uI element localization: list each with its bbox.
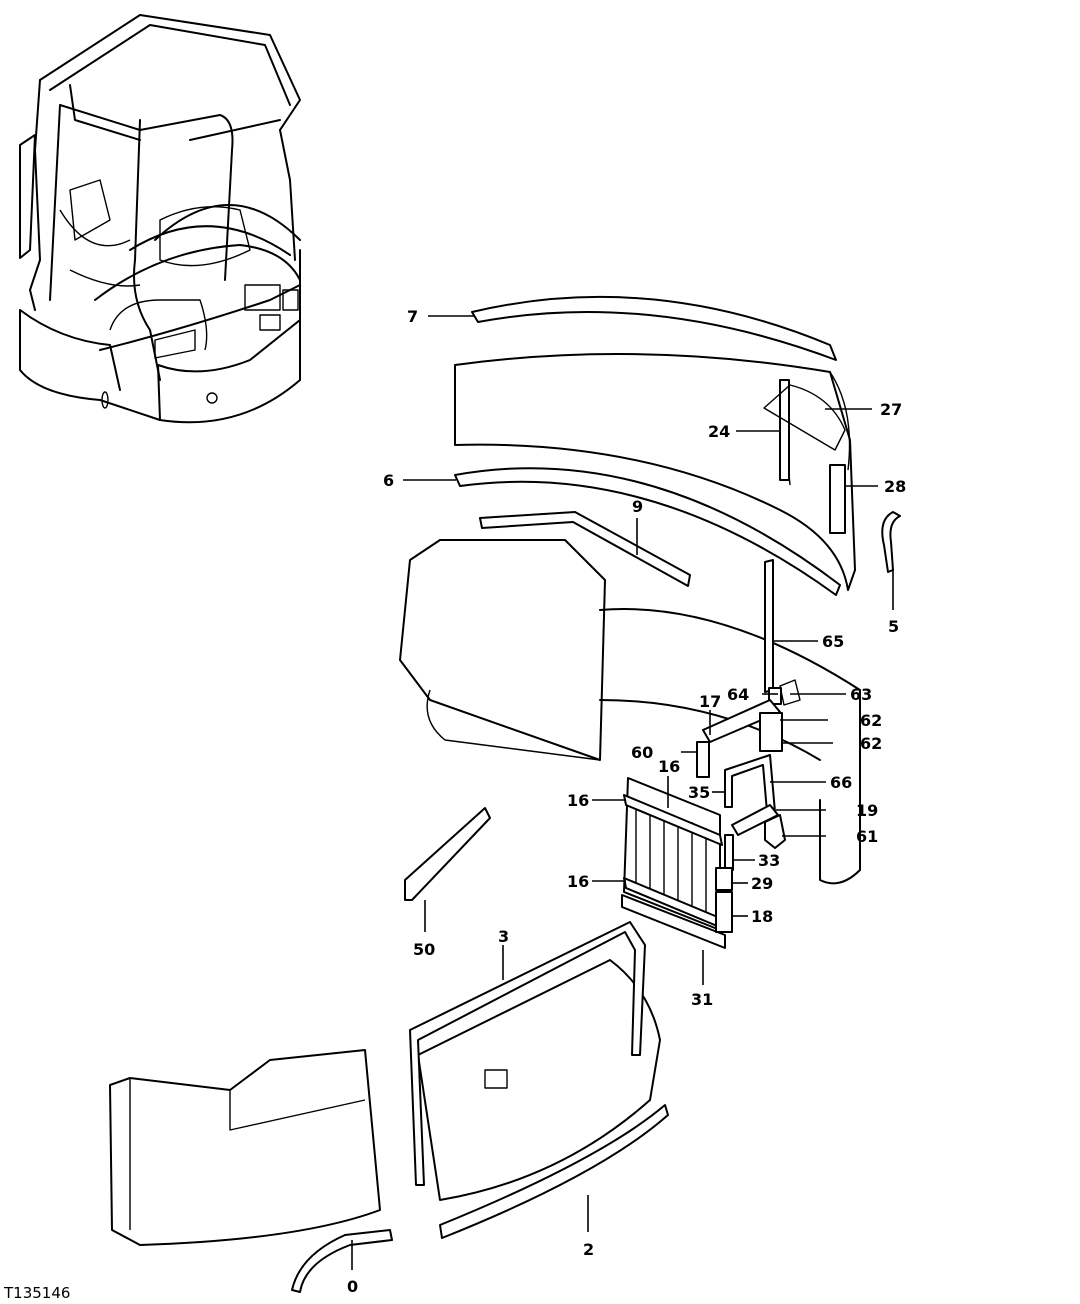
- part-28-block: [829, 464, 846, 534]
- part-2-trim-strip: [439, 1104, 669, 1239]
- callout-5: 5: [888, 617, 899, 636]
- part-60-block: [696, 741, 710, 778]
- callout-64: 64: [727, 685, 749, 704]
- part-27-strip: [763, 384, 846, 451]
- callout-63: 63: [850, 685, 872, 704]
- leader-lines: [351, 315, 894, 1270]
- part-63-piece: [779, 679, 801, 706]
- part-61-block: [764, 814, 786, 849]
- callout-6: 6: [383, 471, 394, 490]
- part-33-block: [724, 834, 734, 871]
- part-0-corner-trim: [291, 1229, 393, 1293]
- callout-2: 2: [583, 1240, 594, 1259]
- callout-65: 65: [822, 632, 844, 651]
- machine-overview-illustration: [19, 14, 301, 424]
- callout-0: 0: [347, 1277, 358, 1296]
- callout-29: 29: [751, 874, 773, 893]
- part-3-seal-frame: [409, 921, 646, 1186]
- callout-35: 35: [688, 783, 710, 802]
- part-6-trim-strip: [454, 467, 841, 596]
- upper-curved-panel-group: [454, 295, 901, 596]
- callout-17: 17: [699, 692, 721, 711]
- part-62-block: [759, 712, 783, 752]
- callout-9: 9: [632, 497, 643, 516]
- cooler-assembly-group: [621, 777, 786, 949]
- part-16-top-seal: [623, 794, 723, 846]
- rear-cover-panel: [454, 353, 856, 591]
- callout-62-upper: 62: [860, 711, 882, 730]
- callout-16-bottom: 16: [567, 872, 589, 891]
- part-7-trim-strip: [471, 295, 837, 361]
- front-cover-panel: [417, 959, 661, 1201]
- middle-frame-group: [399, 511, 861, 885]
- part-50-pad: [404, 807, 491, 901]
- part-29-block: [715, 867, 733, 891]
- callout-31: 31: [691, 990, 713, 1009]
- callout-16-core: 16: [658, 757, 680, 776]
- callout-19: 19: [856, 801, 878, 820]
- callout-60: 60: [631, 743, 653, 762]
- side-cover-panel: [109, 1049, 381, 1246]
- callout-18: 18: [751, 907, 773, 926]
- part-24-bar: [779, 379, 790, 481]
- lower-panel-group: [109, 807, 669, 1293]
- part-31-base-plate: [621, 894, 726, 949]
- part-5-hook: [881, 511, 901, 573]
- callout-3: 3: [498, 927, 509, 946]
- part-64-piece: [768, 687, 782, 705]
- callout-66: 66: [830, 773, 852, 792]
- part-65-bar: [764, 559, 774, 693]
- callout-27: 27: [880, 400, 902, 419]
- part-9-strip: [479, 511, 691, 587]
- part-35-frame: [724, 754, 776, 813]
- callout-62-lower: 62: [860, 734, 882, 753]
- callout-28: 28: [884, 477, 906, 496]
- callout-16-top: 16: [567, 791, 589, 810]
- callout-labels: 7 27 24 6 28 9 5 65 64 63 17 62 62 60 16…: [3, 307, 906, 1302]
- callout-24: 24: [708, 422, 730, 441]
- callout-33: 33: [758, 851, 780, 870]
- partition-plate: [399, 539, 606, 761]
- callout-50: 50: [413, 940, 435, 959]
- callout-7: 7: [407, 307, 418, 326]
- figure-code: T135146: [3, 1284, 70, 1302]
- callout-61: 61: [856, 827, 878, 846]
- part-18-block: [715, 891, 733, 933]
